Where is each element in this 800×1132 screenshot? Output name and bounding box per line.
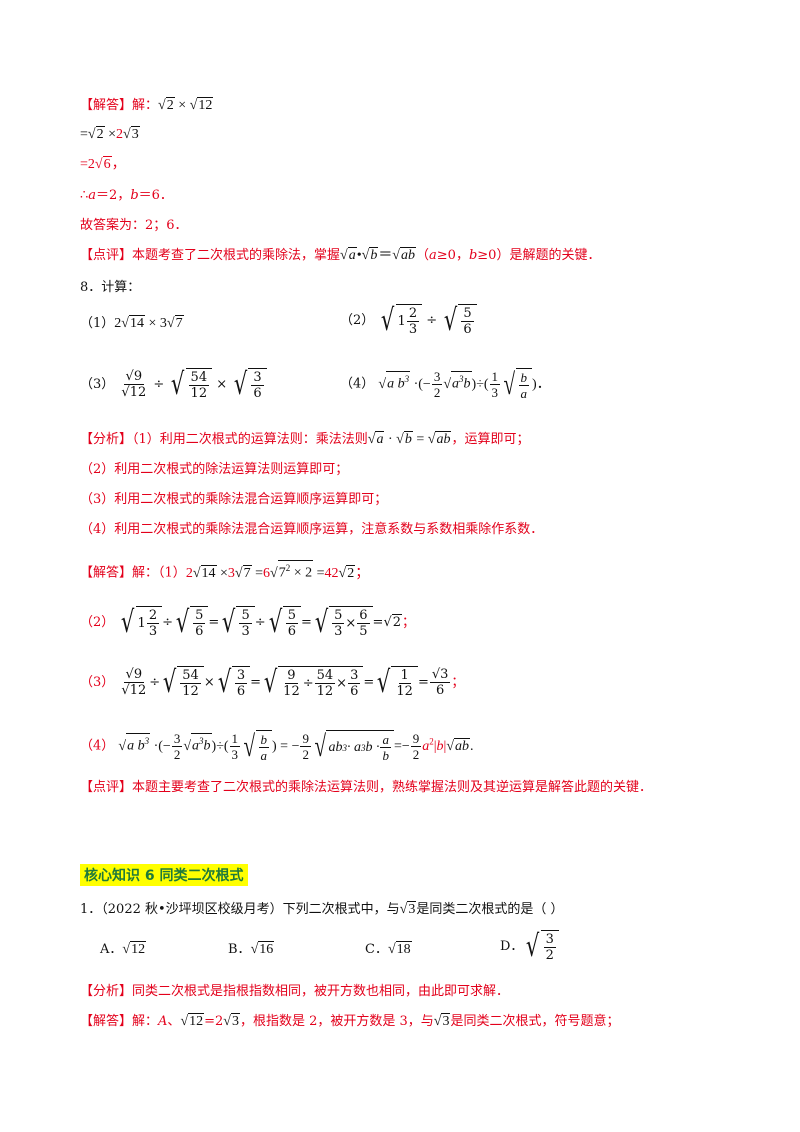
analysis-tag: 【分析】 [80, 432, 133, 447]
s1-label: （1） [158, 565, 186, 581]
q8-stem: 8．计算： [80, 280, 141, 295]
q1-option-c: C．√18 [365, 941, 412, 957]
s3-label: （3） [80, 675, 115, 690]
option-value: 18 [395, 941, 412, 957]
analysis-tag: 【分析】 [80, 984, 133, 999]
s4-label: （4） [80, 738, 115, 754]
option-value: 16 [258, 941, 275, 957]
comment-tag: 【点评】 [80, 780, 133, 795]
answer-jie: 解： [132, 98, 159, 113]
q8-analysis-3: （3）利用二次根式的乘除法混合运算顺序运算即可； [80, 492, 388, 507]
p1-label: （1） [80, 316, 115, 331]
section-heading: 核心知识 6 同类二次根式 [80, 864, 248, 886]
option-num: 3 [543, 932, 556, 948]
comment-text: 本题主要考查了二次根式的乘除法运算法则，熟练掌握法则及其逆运算是解答此题的关键． [132, 780, 653, 795]
q1-answer: 【解答】解：A、√12=2√3，根指数是 2，被开方数是 3，与√3是同类二次根… [80, 1012, 620, 1032]
option-den: 2 [545, 948, 554, 963]
option-label: B． [228, 942, 251, 957]
s2-label: （2） [80, 615, 115, 630]
q1-stem-b: 是同类二次根式的是（ ） [416, 902, 564, 917]
q7-final: 故答案为：2；6． [80, 218, 188, 233]
p2-label: （2） [340, 313, 375, 328]
q8-analysis-1: 【分析】（1）利用二次根式的运算法则：乘法法则√a · √b = √ab，运算即… [80, 430, 529, 450]
q8-analysis-2: （2）利用二次根式的除法运算法则运算即可； [80, 462, 349, 477]
q1-stem-a: 1．（2022 秋•沙坪坝区校级月考）下列二次根式中，与 [80, 902, 400, 917]
answer-jie: 解： [132, 565, 159, 581]
comment-tag: 【点评】 [80, 248, 133, 263]
p3-label: （3） [80, 377, 115, 392]
option-label: C． [365, 942, 388, 957]
q1-option-b: B．√16 [228, 941, 275, 957]
q7-answer-line1: 【解答】解：√2 × √12 [80, 96, 214, 116]
q8-problem-1: （1）2√14 × 3√7 [80, 315, 184, 331]
analysis-1-text: （1）利用二次根式的运算法则：乘法法则 [132, 432, 368, 447]
q1-stem: 1．（2022 秋•沙坪坝区校级月考）下列二次根式中，与√3是同类二次根式的是（… [80, 901, 564, 917]
option-label: D． [500, 939, 524, 954]
comment-formula: √a•√b＝√ab [340, 247, 416, 263]
analysis-1-tail: ，运算即可； [451, 432, 530, 447]
q8-comment: 【点评】本题主要考查了二次根式的乘除法运算法则，熟练掌握法则及其逆运算是解答此题… [80, 778, 652, 798]
analysis-text: 同类二次根式是指根指数相同，被开方数也相同，由此即可求解． [132, 984, 510, 999]
q1-stem-rad: 3 [407, 901, 417, 917]
q8-solution-1: 【解答】解：（1）2√14 ×3√7 =6√72 × 2 =42√2； [80, 560, 369, 584]
q1-analysis: 【分析】同类二次根式是指根指数相同，被开方数也相同，由此即可求解． [80, 982, 509, 1002]
comment-cond: （a≥0，b≥0）是解题的关键． [416, 248, 601, 263]
answer-tag: 【解答】 [80, 1014, 133, 1029]
option-value: 12 [130, 941, 147, 957]
p4-label: （4） [340, 376, 375, 392]
option-label: A． [100, 942, 123, 957]
answer-text: 解：A、√12=2√3，根指数是 2，被开方数是 3，与√3是同类二次根式，符号… [132, 1013, 620, 1029]
analysis-1-formula: √a · √b = √ab [367, 431, 452, 447]
q7-step1: √2 × √12 [158, 97, 214, 113]
answer-tag: 【解答】 [80, 98, 133, 113]
q7-step4: ∴a＝2，b＝6． [80, 188, 173, 203]
q7-comment: 【点评】本题考查了二次根式的乘除法，掌握√a•√b＝√ab（a≥0，b≥0）是解… [80, 246, 600, 266]
q8-analysis-4: （4）利用二次根式的乘除法混合运算顺序运算，注意系数与系数相乘除作系数． [80, 522, 544, 537]
answer-tag: 【解答】 [80, 565, 133, 581]
q7-step2: =√2 ×2√3 [80, 126, 140, 142]
q7-step3: =2√6， [80, 156, 126, 172]
comment-text: 本题考查了二次根式的乘除法，掌握 [132, 248, 341, 263]
q1-option-a: A．√12 [100, 941, 147, 957]
